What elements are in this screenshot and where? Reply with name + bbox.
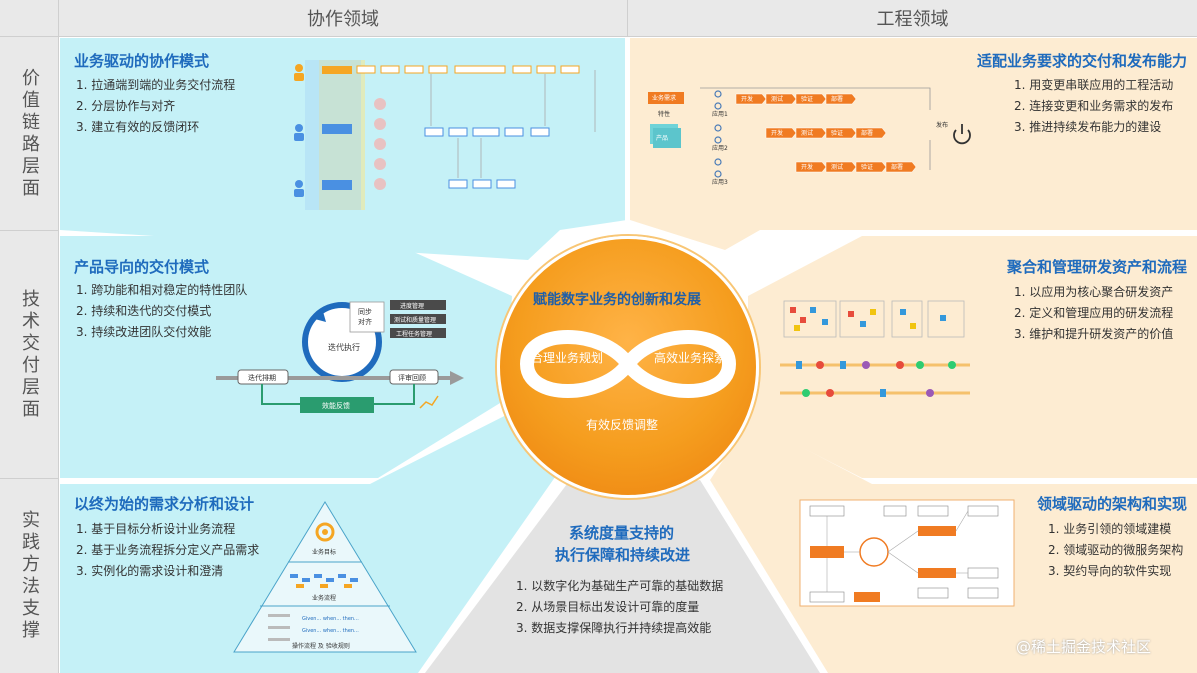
- list-item: 1. 以应用为核心聚合研发资产: [1014, 285, 1174, 299]
- svg-text:工程任务管理: 工程任务管理: [396, 330, 432, 338]
- svg-text:进度管理: 进度管理: [400, 302, 424, 310]
- list-item: 1. 用变更串联应用的工程活动: [1014, 78, 1174, 92]
- row-header-tech: 技术交付层面: [0, 231, 59, 479]
- list-item: 3. 契约导向的软件实现: [1048, 564, 1172, 578]
- center-bottom-label: 有效反馈调整: [586, 418, 659, 432]
- review-label: 评审回顾: [398, 373, 426, 382]
- list-item: 2. 领域驱动的微服务架构: [1048, 543, 1184, 557]
- list-item: 2. 定义和管理应用的研发流程: [1014, 306, 1174, 320]
- target-icon: [315, 522, 335, 542]
- goal-label: 业务目标: [312, 548, 336, 556]
- app3-label: 应用3: [712, 178, 728, 186]
- panel-title-metrics-line1: 系统度量支持的: [569, 524, 675, 542]
- panel-list-assets: 1. 以应用为核心聚合研发资产 2. 定义和管理应用的研发流程 3. 维护和提升…: [1014, 282, 1173, 345]
- center-circle: [497, 236, 759, 498]
- panel-list-release-capability: 1. 用变更串联应用的工程活动 2. 连接变更和业务需求的发布 3. 推进持续发…: [1014, 75, 1173, 138]
- panel-title-product-delivery: 产品导向的交付模式: [74, 258, 210, 276]
- plan-label: 迭代排期: [248, 373, 276, 382]
- list-item: 1. 跨功能和相对稳定的特性团队: [76, 283, 248, 297]
- gwt-line-1: Given... when... then...: [302, 616, 359, 622]
- panel-title-collab-mode: 业务驱动的协作模式: [74, 52, 210, 70]
- panel-title-assets: 聚合和管理研发资产和流程: [1006, 258, 1187, 276]
- center-left-label: 合理业务规划: [531, 351, 604, 365]
- svg-text:开发: 开发: [801, 163, 813, 171]
- svg-text:验证: 验证: [801, 95, 813, 103]
- panel-title-requirements: 以终为始的需求分析和设计: [74, 495, 255, 513]
- svg-text:部署: 部署: [831, 95, 843, 103]
- list-item: 2. 持续和迭代的交付模式: [76, 304, 212, 318]
- process-label: 业务流程: [312, 594, 336, 602]
- svg-text:测试: 测试: [801, 129, 813, 137]
- feedback-label: 效能反馈: [322, 401, 350, 410]
- panel-list-ddd: 1. 业务引领的领域建模 2. 领域驱动的微服务架构 3. 契约导向的软件实现: [1048, 519, 1183, 582]
- list-item: 1. 拉通端到端的业务交付流程: [76, 78, 236, 92]
- list-item: 2. 从场景目标出发设计可靠的度量: [516, 600, 700, 614]
- list-item: 1. 基于目标分析设计业务流程: [76, 522, 236, 536]
- app2-label: 应用2: [712, 144, 728, 152]
- ddd-architecture-diagram: [799, 499, 1015, 607]
- svg-text:验证: 验证: [861, 163, 873, 171]
- release-feature-label: 特性: [658, 110, 670, 118]
- svg-text:测试和质量管理: 测试和质量管理: [394, 316, 436, 324]
- panel-list-product-delivery: 1. 跨功能和相对稳定的特性团队 2. 持续和迭代的交付模式 3. 持续改进团队…: [76, 280, 247, 343]
- svg-text:测试: 测试: [831, 163, 843, 171]
- list-item: 3. 维护和提升研发资产的价值: [1014, 327, 1174, 341]
- list-item: 2. 基于业务流程拆分定义产品需求: [76, 543, 260, 557]
- svg-text:开发: 开发: [741, 95, 753, 103]
- svg-text:部署: 部署: [861, 129, 873, 137]
- align-label: 对齐: [358, 317, 372, 326]
- release-product-label: 产品: [656, 134, 668, 142]
- asset-diagram: [780, 300, 970, 397]
- list-item: 3. 实例化的需求设计和澄清: [76, 564, 224, 578]
- center-title: 赋能数字业务的创新和发展: [533, 292, 701, 308]
- list-item: 3. 建立有效的反馈闭环: [76, 120, 200, 134]
- panel-list-metrics: 1. 以数字化为基础生产可靠的基础数据 2. 从场景目标出发设计可靠的度量 3.…: [516, 576, 723, 639]
- svg-text:部署: 部署: [891, 163, 903, 171]
- panel-list-collab-mode: 1. 拉通端到端的业务交付流程 2. 分层协作与对齐 3. 建立有效的反馈闭环: [76, 75, 235, 138]
- collab-flow-diagram: [294, 60, 596, 210]
- gwt-line-2: Given... when... then...: [302, 628, 359, 634]
- exec-label: 迭代执行: [328, 342, 360, 352]
- sync-label: 同步: [358, 308, 372, 316]
- publish-label: 发布: [936, 121, 948, 129]
- corner-cell: [0, 0, 59, 37]
- panel-list-requirements: 1. 基于目标分析设计业务流程 2. 基于业务流程拆分定义产品需求 3. 实例化…: [76, 519, 259, 582]
- iteration-diagram: 迭代执行 同步 对齐 进度管理 测试和质量管理 工程任务管理 迭代排期 评审回顾…: [216, 300, 464, 413]
- power-icon: [953, 124, 971, 145]
- svg-text:验证: 验证: [831, 129, 843, 137]
- watermark: @稀土掘金技术社区: [1016, 638, 1152, 656]
- column-header-collab: 协作领域: [59, 0, 628, 37]
- panel-title-release-capability: 适配业务要求的交付和发布能力: [976, 52, 1187, 70]
- release-biz-label: 业务需求: [652, 94, 676, 102]
- list-item: 2. 连接变更和业务需求的发布: [1014, 99, 1174, 113]
- app1-label: 应用1: [712, 110, 728, 118]
- list-item: 3. 持续改进团队交付效能: [76, 325, 212, 339]
- row-header-value: 价值链路层面: [0, 37, 59, 231]
- list-item: 3. 数据支撑保障执行并持续提高效能: [516, 621, 712, 635]
- list-item: 2. 分层协作与对齐: [76, 99, 176, 113]
- infinity-symbol: [520, 330, 736, 398]
- list-item: 1. 业务引领的领域建模: [1048, 522, 1172, 536]
- list-item: 3. 推进持续发布能力的建设: [1014, 120, 1162, 134]
- release-pipeline-diagram: 业务需求 特性 产品 开发测试 验证部署 开发测试 验证部署 开发测试 验证部署…: [648, 87, 971, 186]
- svg-text:测试: 测试: [771, 95, 783, 103]
- center-right-label: 高效业务探索: [654, 351, 727, 365]
- list-item: 1. 以数字化为基础生产可靠的基础数据: [516, 579, 724, 593]
- column-header-engineering: 工程领域: [628, 0, 1197, 37]
- svg-text:开发: 开发: [771, 129, 783, 137]
- panel-title-metrics-line2: 执行保障和持续改进: [555, 546, 691, 564]
- trend-icon: [419, 395, 439, 409]
- requirements-pyramid: 业务目标 业务流程 Given... when... then... Given…: [233, 501, 417, 653]
- panel-title-ddd: 领域驱动的架构和实现: [1036, 495, 1187, 513]
- base-label: 操作流程 及 验收规则: [292, 642, 350, 650]
- row-header-practice: 实践方法支撑: [0, 479, 59, 673]
